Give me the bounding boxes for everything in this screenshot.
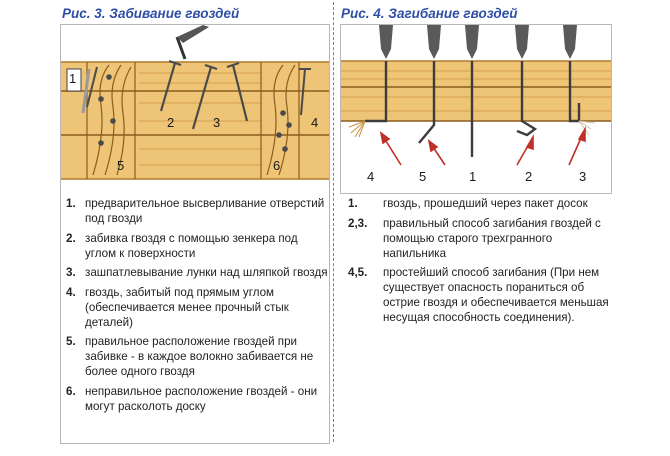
fig3-title: Рис. 3. Забивание гвоздей bbox=[62, 6, 240, 21]
red-arrows bbox=[379, 126, 586, 166]
item-number: 3. bbox=[66, 266, 76, 279]
fig4-panel: 4 5 1 2 3 bbox=[340, 24, 612, 194]
item-text: забивка гвоздя с помощью зенкера под угл… bbox=[85, 231, 298, 260]
fig3-label-1: 1 bbox=[69, 71, 76, 86]
item-number: 2. bbox=[66, 231, 76, 245]
fig3-illustration: 1 2 3 4 5 6 bbox=[61, 25, 329, 180]
item-text: предварительное высверливание отверстий … bbox=[85, 197, 325, 225]
item-number: 2,3. bbox=[348, 216, 368, 230]
nail-heads-right bbox=[276, 110, 292, 152]
item-number: 6. bbox=[66, 384, 76, 398]
legend-item: 4,5. простейший способ загибания (При нем… bbox=[348, 265, 610, 325]
fig3-label-5: 5 bbox=[117, 158, 124, 173]
fig3-legend: 1. предварительное высверливание отверсти… bbox=[66, 196, 328, 418]
item-text: зашпатлевывание лунки над шляпкой гвоздя bbox=[85, 266, 328, 279]
legend-item: 2. забивка гвоздя с помощью зенкера под у… bbox=[66, 231, 328, 261]
item-number: 1. bbox=[66, 197, 76, 210]
item-text: правильный способ загибания гвоздей с по… bbox=[383, 216, 601, 260]
fig4-title: Рис. 4. Загибание гвоздей bbox=[341, 6, 518, 21]
legend-item: 4. гвоздь, забитый под прямым углом (обес… bbox=[66, 285, 328, 330]
fig4-legend: 1. гвоздь, прошедший через пакет досок 2,… bbox=[348, 196, 610, 330]
splinter bbox=[348, 120, 366, 138]
legend-item: 5. правильное расположение гвоздей при за… bbox=[66, 334, 328, 379]
figure-divider bbox=[333, 2, 334, 442]
fig3-label-2: 2 bbox=[167, 115, 174, 130]
fig3-label-3: 3 bbox=[213, 115, 220, 130]
legend-item: 3. зашпатлевывание лунки над шляпкой гвоз… bbox=[66, 265, 328, 280]
fig4-label-2: 2 bbox=[525, 169, 532, 184]
item-number: 5. bbox=[66, 335, 76, 348]
item-text: правильное расположение гвоздей при заби… bbox=[85, 335, 314, 378]
legend-item: 6. неправильное расположение гвоздей - он… bbox=[66, 384, 328, 414]
nail-predrilled bbox=[66, 66, 98, 114]
item-text: неправильное расположение гвоздей - они … bbox=[85, 384, 318, 413]
fig4-label-4: 4 bbox=[367, 169, 374, 184]
legend-item: 1. предварительное высверливание отверсти… bbox=[66, 196, 328, 226]
nail-head bbox=[204, 63, 218, 71]
item-number: 1. bbox=[348, 197, 358, 210]
tool-tips bbox=[379, 25, 577, 59]
nail-heads-left bbox=[98, 74, 116, 146]
bent-nails bbox=[365, 61, 581, 157]
splinter-right bbox=[578, 120, 596, 136]
nail-right-angle bbox=[300, 68, 306, 116]
nail-filled-hole bbox=[191, 66, 213, 130]
legend-item: 1. гвоздь, прошедший через пакет досок bbox=[348, 196, 610, 211]
fig4-label-5: 5 bbox=[419, 169, 426, 184]
fig4-label-1: 1 bbox=[469, 169, 476, 184]
fig4-illustration: 4 5 1 2 3 bbox=[341, 25, 611, 184]
legend-item: 2,3. правильный способ загибания гвоздей … bbox=[348, 216, 610, 261]
nail-angled bbox=[231, 64, 249, 122]
fig3-label-4: 4 bbox=[311, 115, 318, 130]
item-number: 4. bbox=[66, 285, 76, 299]
fig4-label-3: 3 bbox=[579, 169, 586, 184]
item-text: простейший способ загибания (При нем сущ… bbox=[383, 266, 609, 324]
nail-countersink bbox=[159, 25, 209, 112]
fig3-label-6: 6 bbox=[273, 158, 280, 173]
item-text: гвоздь, прошедший через пакет досок bbox=[383, 197, 588, 210]
nail-head bbox=[226, 61, 240, 69]
item-number: 4,5. bbox=[348, 266, 368, 279]
fig3-panel: 1 2 3 4 5 6 bbox=[60, 24, 330, 444]
item-text: гвоздь, забитый под прямым углом (обеспе… bbox=[85, 285, 289, 329]
